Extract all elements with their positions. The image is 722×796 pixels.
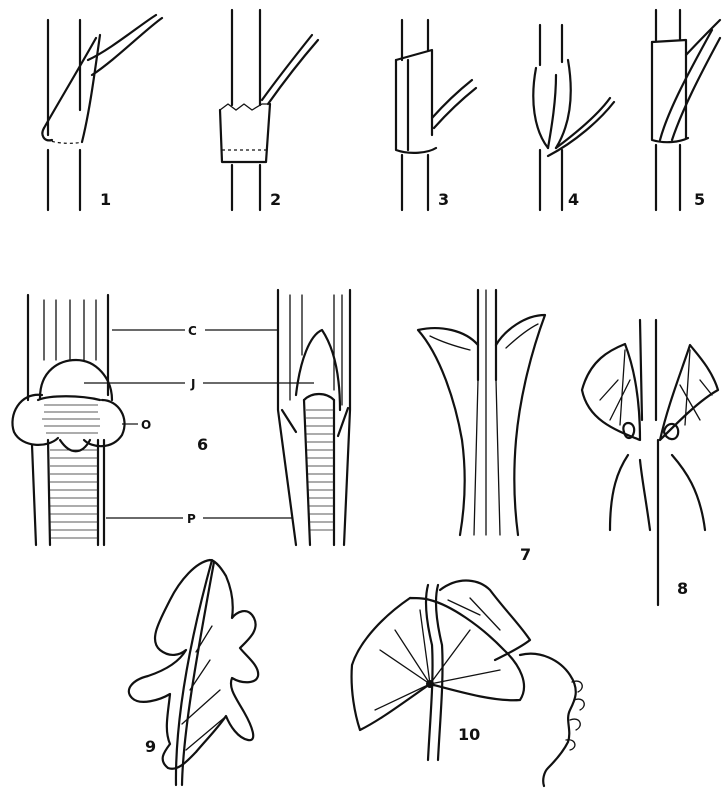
figure-9-lobed-leaf: 9 [129,560,258,785]
figure-7-number: 7 [520,545,531,564]
figure-2-number: 2 [270,190,281,209]
figure-10-number: 10 [458,725,480,744]
figure-4-sheath-bilobed: 4 [533,25,614,210]
label-c: C [188,324,197,338]
label-j: J [190,377,195,391]
figure-8-stipules-free: 8 [582,320,718,605]
label-o: O [141,418,151,432]
figure-3-number: 3 [438,190,449,209]
figure-10-sagittate-leaves: 10 [352,581,585,786]
figure-6-right-detail [278,290,350,545]
figure-5-number: 5 [694,190,705,209]
figure-7-stipules-adnate: 7 [418,290,545,564]
figure-1-sheath-oblique: 1 [42,15,162,210]
figure-9-number: 9 [145,737,156,756]
figure-5-sheath-wrapping: 5 [652,10,720,210]
label-p: P [187,512,196,526]
figure-2-sheath-truncate: 2 [220,10,318,210]
figure-3-sheath-open: 3 [396,20,476,210]
figure-8-number: 8 [677,579,688,598]
figure-6-left-detail [12,295,124,545]
figure-4-number: 4 [568,190,579,209]
figure-1-number: 1 [100,190,111,209]
figure-6-number: 6 [197,435,208,454]
